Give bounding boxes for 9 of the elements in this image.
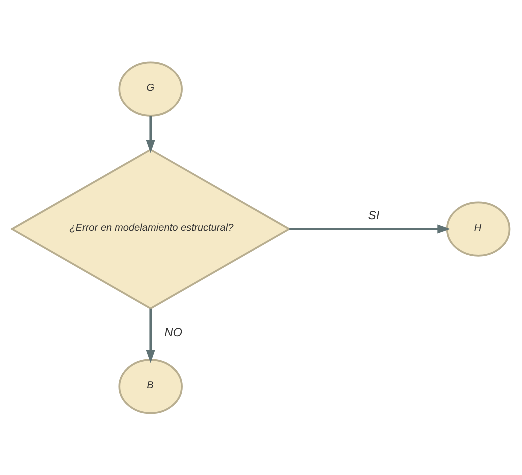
edge-label: SI [368, 208, 380, 222]
arrow [146, 116, 156, 153]
node-diamond: ¿Error en modelamiento estructural? [10, 148, 292, 310]
node-ellipse: G [118, 61, 183, 116]
node-ellipse: H [446, 201, 511, 256]
edge-label: NO [164, 325, 183, 340]
arrow [146, 308, 156, 363]
arrow [290, 224, 451, 234]
node-ellipse: B [118, 358, 183, 414]
